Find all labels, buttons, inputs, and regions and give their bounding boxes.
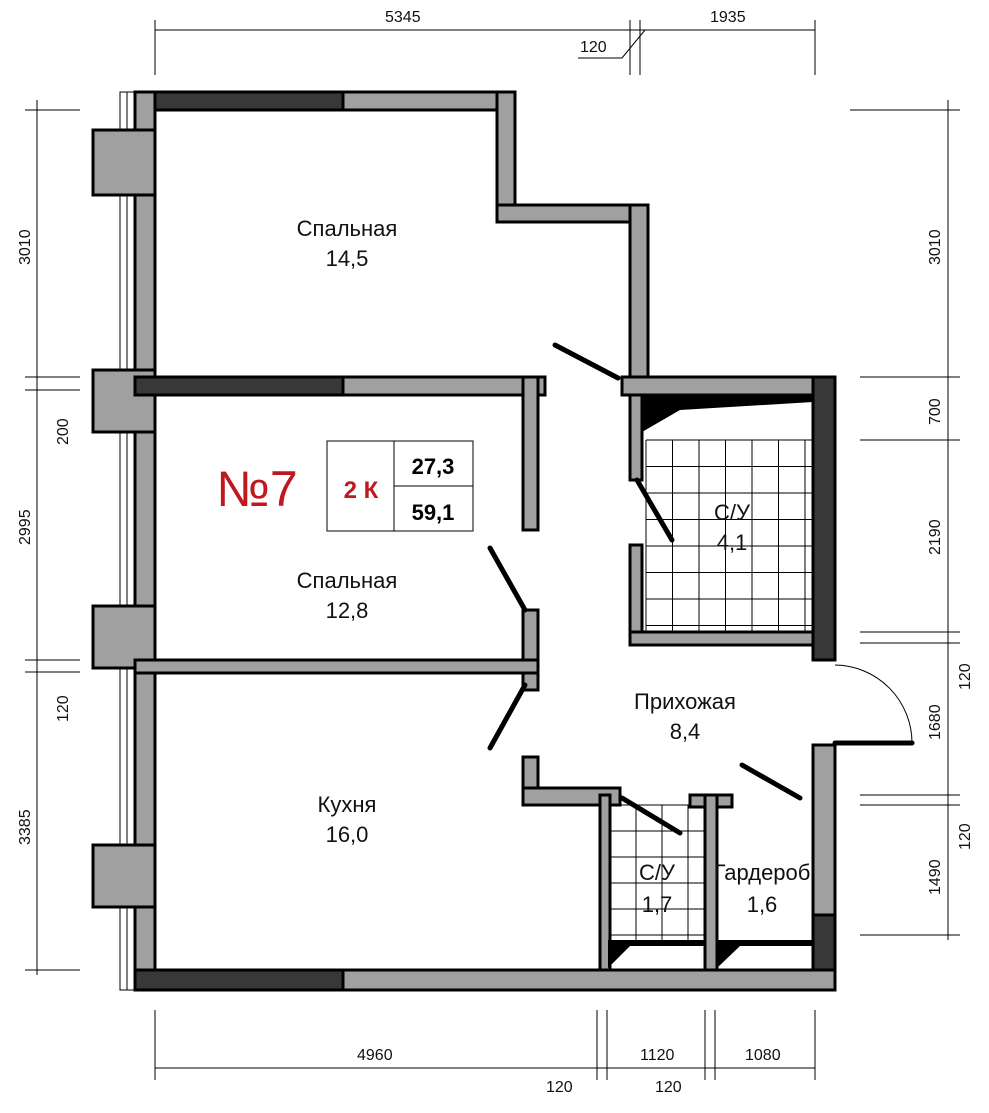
room-name: Гардероб: [714, 860, 811, 885]
room-area: 12,8: [326, 598, 369, 623]
room-name: Спальная: [297, 216, 398, 241]
bathroom-tiles: [609, 439, 813, 940]
entry-door-swing: [834, 664, 913, 744]
apartment-number: №7: [216, 461, 297, 517]
living-area: 27,3: [412, 454, 455, 479]
room-area: 16,0: [326, 822, 369, 847]
svg-text:1680: 1680: [927, 704, 944, 740]
svg-text:1935: 1935: [710, 9, 746, 26]
total-area: 59,1: [412, 500, 455, 525]
dimension-lines: [25, 20, 960, 1080]
room-name: Прихожая: [634, 689, 736, 714]
svg-text:120: 120: [580, 39, 607, 56]
doors: [487, 342, 915, 836]
room-name: Кухня: [318, 792, 377, 817]
svg-text:120: 120: [655, 1079, 682, 1096]
svg-text:5345: 5345: [385, 9, 421, 26]
svg-text:120: 120: [546, 1079, 573, 1096]
room-name: Спальная: [297, 568, 398, 593]
room-count: 2 К: [344, 477, 379, 504]
room-area: 4,1: [717, 530, 748, 555]
room-labels: Спальная 14,5 Спальная 12,8 Кухня 16,0 П…: [297, 216, 811, 917]
svg-text:1490: 1490: [927, 859, 944, 895]
room-name: С/У: [639, 860, 676, 885]
svg-text:1080: 1080: [745, 1047, 781, 1064]
dimension-labels: 5345 120 1935 3010 200 2995 120 3385 301…: [17, 9, 974, 1096]
svg-text:120: 120: [55, 695, 72, 722]
svg-text:2995: 2995: [17, 509, 34, 545]
svg-text:3010: 3010: [927, 229, 944, 265]
room-area: 14,5: [326, 246, 369, 271]
room-area: 1,6: [747, 892, 778, 917]
svg-text:3010: 3010: [17, 229, 34, 265]
room-area: 1,7: [642, 892, 673, 917]
room-name: С/У: [714, 500, 751, 525]
svg-text:200: 200: [55, 418, 72, 445]
svg-text:120: 120: [957, 663, 974, 690]
svg-text:4960: 4960: [357, 1047, 393, 1064]
svg-text:700: 700: [927, 398, 944, 425]
walls: [91, 90, 837, 992]
apartment-info: №7 2 К 27,3 59,1: [216, 440, 474, 532]
svg-text:1120: 1120: [640, 1047, 675, 1064]
svg-text:120: 120: [957, 823, 974, 850]
svg-text:2190: 2190: [927, 519, 944, 555]
room-area: 8,4: [670, 719, 701, 744]
svg-text:3385: 3385: [17, 809, 34, 845]
